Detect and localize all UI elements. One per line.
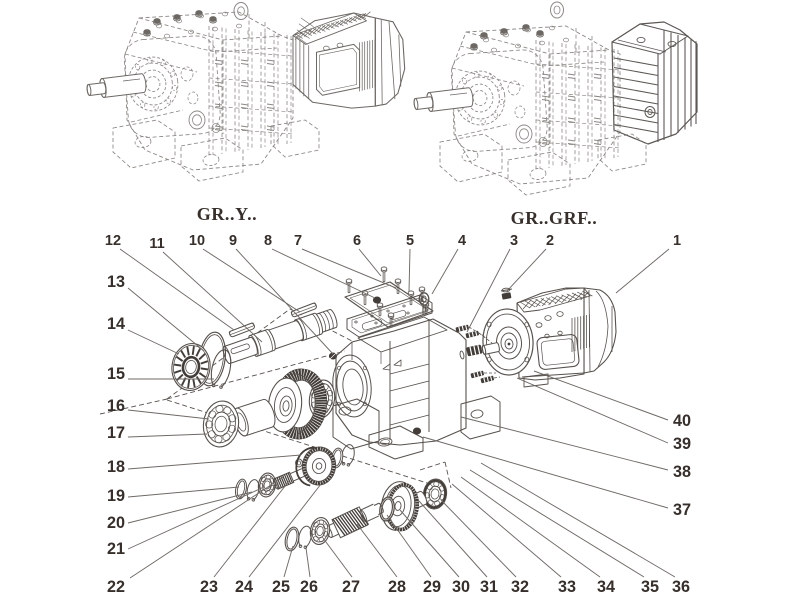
svg-text:21: 21	[107, 540, 125, 558]
svg-text:12: 12	[105, 233, 121, 249]
svg-text:4: 4	[458, 233, 466, 249]
svg-text:33: 33	[558, 578, 576, 596]
svg-text:16: 16	[107, 397, 125, 415]
svg-text:40: 40	[673, 412, 691, 430]
svg-text:2: 2	[546, 233, 554, 249]
svg-text:GR..GRF..: GR..GRF..	[511, 208, 598, 228]
svg-text:30: 30	[452, 578, 470, 596]
svg-text:36: 36	[672, 578, 690, 596]
svg-text:27: 27	[342, 578, 360, 596]
svg-text:32: 32	[511, 578, 529, 596]
svg-text:34: 34	[597, 578, 615, 596]
svg-text:29: 29	[423, 578, 441, 596]
svg-text:10: 10	[189, 233, 205, 249]
svg-text:39: 39	[673, 435, 691, 453]
svg-text:37: 37	[673, 501, 691, 519]
svg-text:3: 3	[510, 233, 518, 249]
svg-text:11: 11	[149, 236, 164, 252]
svg-text:23: 23	[200, 578, 218, 596]
svg-text:13: 13	[107, 273, 125, 291]
svg-text:22: 22	[107, 578, 125, 596]
svg-text:5: 5	[406, 233, 414, 249]
svg-text:1: 1	[673, 233, 681, 249]
svg-text:19: 19	[107, 487, 125, 505]
svg-text:14: 14	[107, 315, 125, 333]
svg-text:25: 25	[272, 578, 290, 596]
svg-text:GR..Y..: GR..Y..	[197, 204, 258, 224]
svg-text:9: 9	[229, 233, 237, 249]
svg-text:7: 7	[294, 233, 302, 249]
svg-text:24: 24	[235, 578, 253, 596]
svg-text:18: 18	[107, 458, 125, 476]
svg-text:26: 26	[300, 578, 318, 596]
svg-text:17: 17	[107, 424, 125, 442]
svg-text:28: 28	[388, 578, 406, 596]
svg-text:20: 20	[107, 514, 125, 532]
svg-text:6: 6	[353, 233, 361, 249]
svg-text:8: 8	[264, 233, 272, 249]
svg-text:35: 35	[641, 578, 659, 596]
svg-text:31: 31	[480, 578, 498, 596]
svg-text:15: 15	[107, 365, 125, 383]
svg-text:38: 38	[673, 463, 691, 481]
